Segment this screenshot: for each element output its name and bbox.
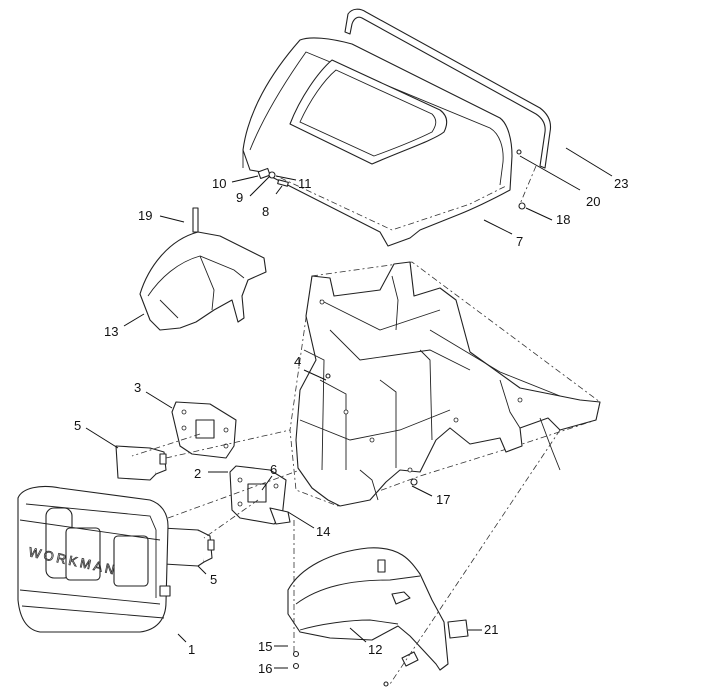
assembly-lines (131, 165, 561, 685)
callout-6: 6 (270, 462, 277, 477)
callout-3: 3 (134, 380, 141, 395)
hood-fasteners (516, 149, 526, 210)
callout-16: 16 (258, 661, 272, 676)
callout-20: 20 (586, 194, 600, 209)
callout-18: 18 (556, 212, 570, 227)
hood-latch-assembly (257, 167, 289, 187)
callout-5-lower: 5 (210, 572, 217, 587)
callout-17: 17 (436, 492, 450, 507)
hood-panel (242, 37, 513, 247)
headlight-bracket-lower (229, 465, 291, 525)
callout-2: 2 (194, 466, 201, 481)
headlight-bracket-upper (171, 401, 237, 459)
callout-1: 1 (188, 642, 195, 657)
callout-5-upper: 5 (74, 418, 81, 433)
callout-15: 15 (258, 639, 272, 654)
callout-23: 23 (614, 176, 628, 191)
front-grille: WORKMAN (17, 485, 171, 633)
callout-leaders (85, 147, 613, 669)
headlight-lower (161, 527, 215, 567)
callout-10: 10 (212, 176, 226, 191)
headlight-upper (115, 445, 167, 481)
callout-13: 13 (104, 324, 118, 339)
callout-14: 14 (316, 524, 330, 539)
decal (447, 619, 469, 639)
callout-7: 7 (516, 234, 523, 249)
callout-12: 12 (368, 642, 382, 657)
callout-labels: 1 2 3 4 5 5 6 7 8 9 10 11 12 13 14 15 16… (74, 176, 628, 676)
callout-21: 21 (484, 622, 498, 637)
frame-fasteners (292, 373, 418, 687)
dash-cover (139, 207, 267, 331)
callout-8: 8 (262, 204, 269, 219)
fender (287, 547, 449, 671)
roof-trim-strip (344, 8, 552, 169)
callout-4: 4 (294, 354, 301, 369)
callout-19: 19 (138, 208, 152, 223)
callout-9: 9 (236, 190, 243, 205)
callout-11: 11 (298, 176, 312, 191)
main-frame (289, 261, 601, 507)
